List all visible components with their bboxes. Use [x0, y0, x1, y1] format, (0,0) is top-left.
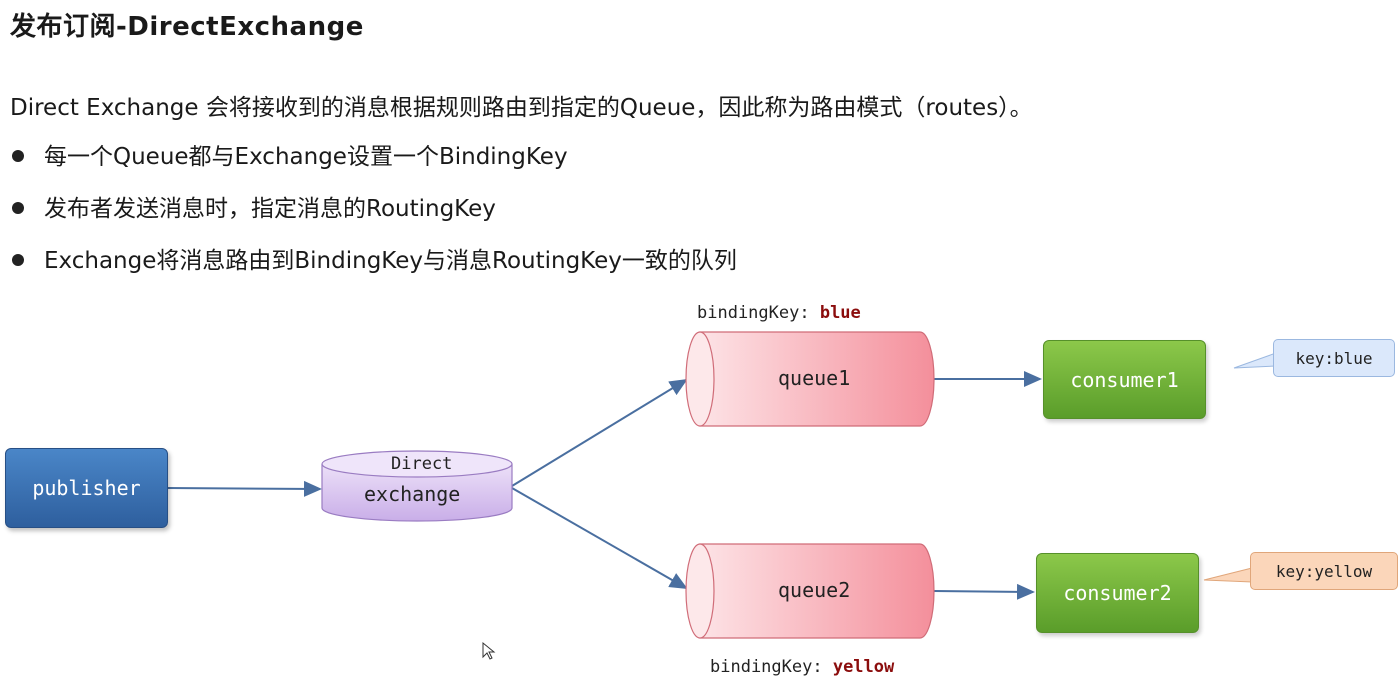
page-title: 发布订阅-DirectExchange: [10, 12, 364, 42]
exchange-node: [321, 450, 513, 522]
exchange-label: exchange: [364, 482, 461, 506]
publisher-node: publisher: [5, 448, 168, 528]
binding-key-value: yellow: [832, 657, 895, 677]
list-item: 发布者发送消息时，指定消息的RoutingKey: [10, 192, 737, 244]
arrow-queue2-consumer2: [933, 583, 1035, 600]
consumer1-node: consumer1: [1043, 340, 1206, 419]
binding-key-queue2: bindingKey: yellow: [710, 657, 894, 677]
tag-yellow-pointer: [1203, 567, 1253, 583]
queue1-label: queue1: [778, 366, 851, 390]
binding-key-prefix: bindingKey:: [697, 303, 820, 323]
bullet-list: 每一个Queue都与Exchange设置一个BindingKey 发布者发送消息…: [10, 140, 737, 296]
cursor-icon: [482, 641, 496, 660]
queue1-node: [685, 331, 935, 427]
bullet-text: 发布者发送消息时，指定消息的RoutingKey: [44, 196, 496, 222]
routing-key-tag-blue: key:blue: [1273, 339, 1395, 377]
bullet-icon: [12, 202, 24, 214]
binding-key-queue1: bindingKey: blue: [697, 303, 861, 323]
tag-blue-pointer: [1233, 352, 1277, 369]
list-item: 每一个Queue都与Exchange设置一个BindingKey: [10, 140, 737, 192]
binding-key-prefix: bindingKey:: [710, 657, 833, 677]
list-item: Exchange将消息路由到BindingKey与消息RoutingKey一致的…: [10, 244, 737, 296]
queue2-node: [685, 543, 935, 639]
queue2-label: queue2: [778, 578, 851, 602]
binding-key-value: blue: [819, 303, 861, 323]
arrow-exchange-queue2: [511, 487, 688, 589]
bullet-icon: [12, 254, 24, 266]
arrow-publisher-exchange: [166, 480, 322, 497]
exchange-type-label: Direct: [391, 454, 453, 474]
routing-key-tag-yellow: key:yellow: [1250, 552, 1398, 590]
bullet-text: Exchange将消息路由到BindingKey与消息RoutingKey一致的…: [44, 248, 737, 274]
consumer2-node: consumer2: [1036, 553, 1199, 633]
bullet-icon: [12, 150, 24, 162]
intro-text: Direct Exchange 会将接收到的消息根据规则路由到指定的Queue，…: [10, 95, 1033, 121]
bullet-text: 每一个Queue都与Exchange设置一个BindingKey: [44, 144, 568, 170]
arrow-exchange-queue1: [511, 378, 688, 487]
